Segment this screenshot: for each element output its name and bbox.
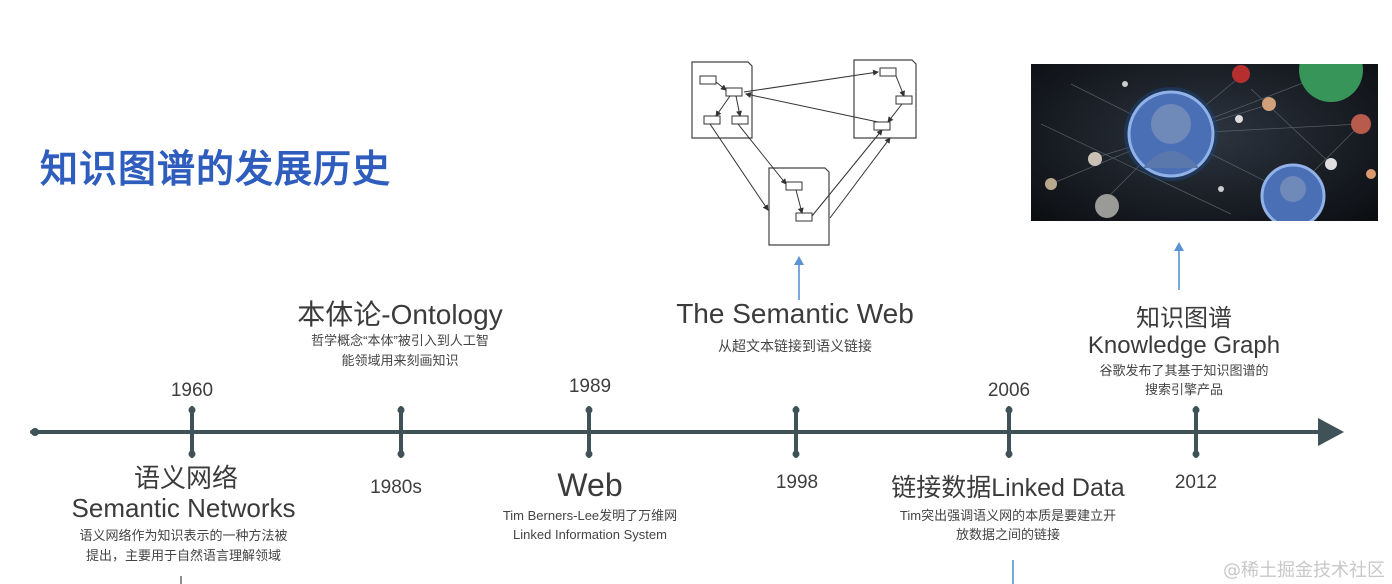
year-2012: 2012: [1174, 472, 1218, 493]
linked-data-desc-line-1: Tim突出强调语义网的本质是要建立开: [899, 508, 1117, 523]
knowledge-graph-desc-line-1: 谷歌发布了其基于知识图谱的: [1099, 363, 1269, 378]
year-1960: 1960: [170, 380, 214, 401]
semantic-networks-title-en: Semantic Networks: [71, 493, 296, 523]
knowledge-graph-title-en: Knowledge Graph: [1087, 332, 1281, 359]
timeline-ticks: [190, 406, 1198, 458]
web-desc-line-1: Tim Berners-Lee发明了万维网: [502, 508, 678, 523]
page-title: 知识图谱的发展历史: [40, 147, 392, 191]
timeline-arrowhead: [1318, 418, 1344, 446]
knowledge-graph-photo: [1031, 64, 1378, 221]
watermark: @稀土掘金技术社区: [1223, 560, 1385, 581]
year-2006: 2006: [987, 380, 1031, 401]
knowledge-graph-title-zh: 知识图谱: [1136, 305, 1232, 332]
ontology-desc-line-1: 哲学概念“本体”被引入到人工智: [311, 333, 489, 348]
semantic-web-diagram: [691, 59, 917, 246]
semantic-networks-title-zh: 语义网络: [133, 463, 238, 493]
semantic-web-desc: 从超文本链接到语义链接: [718, 338, 872, 354]
semantic-networks-desc-line-1: 语义网络作为知识表示的一种方法被: [79, 528, 288, 543]
knowledge-graph-desc-line-2: 搜索引擎产品: [1144, 382, 1223, 397]
semantic-networks-desc-line-2: 提出，主要用于自然语言理解领域: [85, 548, 281, 563]
year-1998: 1998: [775, 472, 819, 493]
linked-data-desc-line-2: 放数据之间的链接: [955, 527, 1060, 542]
ontology-title: 本体论-Ontology: [297, 299, 503, 330]
ontology-desc-line-2: 能领域用来刻画知识: [341, 353, 459, 368]
web-desc-line-2: Linked Information System: [513, 527, 667, 542]
year-1989: 1989: [568, 376, 612, 397]
semantic-web-title: The Semantic Web: [676, 298, 914, 329]
web-title: Web: [557, 467, 623, 503]
year-1980s: 1980s: [370, 477, 422, 498]
linked-data-title: 链接数据Linked Data: [891, 474, 1125, 502]
knowledge-graph-network-image: [1040, 64, 1376, 221]
